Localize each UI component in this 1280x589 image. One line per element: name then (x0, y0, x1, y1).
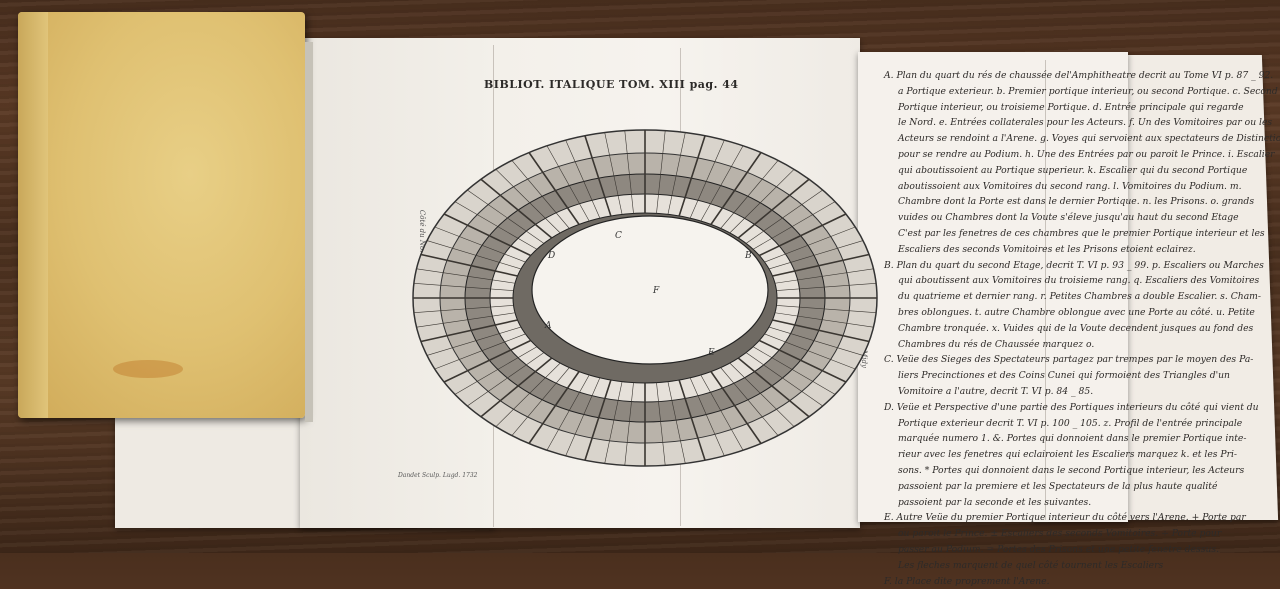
legend-line: qui aboutissoient au Portique superieur.… (884, 163, 1184, 179)
plan-letter: B (744, 251, 752, 261)
legend-line: Chambre tronquée. x. Vuides qui de la Vo… (884, 321, 1184, 337)
legend-line: bres oblongues. t. autre Chambre oblongu… (884, 305, 1184, 321)
legend-line: Portique interieur, ou troisieme Portiqu… (884, 100, 1184, 116)
legend-line: passoient par la premiere et les Spectat… (884, 479, 1184, 495)
legend-line: B. Plan du quart du second Etage, decrit… (884, 258, 1184, 274)
plate-legend: A. Plan du quart du rés de chaussée del'… (884, 68, 1184, 589)
legend-line: A. Plan du quart du rés de chaussée del'… (884, 68, 1184, 84)
plan-letter: C (615, 231, 622, 241)
legend-line: D. Veüe et Perspective d'une partie des … (884, 400, 1184, 416)
legend-line: a Portique exterieur. b. Premier portiqu… (884, 84, 1184, 100)
legend-line: aboutissoient aux Vomitoires du second r… (884, 179, 1184, 195)
legend-line: sons. * Portes qui donnoient dans le sec… (884, 463, 1184, 479)
plan-letter: E (707, 348, 715, 358)
arena-floor (532, 216, 768, 364)
legend-line: C. Veüe des Sieges des Spectateurs parta… (884, 352, 1184, 368)
plan-letter: A (544, 321, 552, 331)
legend-line: Portique exterieur decrit T. VI p. 100 _… (884, 416, 1184, 432)
legend-line: passoient par la seconde et les suivante… (884, 495, 1184, 511)
legend-line: marquée numero 1. &. Portes qui donnoien… (884, 431, 1184, 447)
plan-letter: D (547, 251, 555, 261)
legend-line: vuides ou Chambres dont la Voute s'éleve… (884, 210, 1184, 226)
legend-line: ou paroit le Prince. ± Escaliers des sec… (884, 526, 1184, 542)
legend-line: E. Autre Veüe du premier Portique interi… (884, 510, 1184, 526)
legend-line: F. la Place dite proprement l'Arene. (884, 574, 1184, 589)
legend-line: C'est par les fenetres de ces chambres q… (884, 226, 1184, 242)
legend-line: Les fleches marquent de quel côté tourne… (884, 558, 1184, 574)
legend-line: le Nord. e. Entrées collaterales pour le… (884, 115, 1184, 131)
legend-line: passer au Podium. = Portes des Prisons e… (884, 542, 1184, 558)
legend-line: Vomitoire a l'autre, decrit T. VI p. 84 … (884, 384, 1184, 400)
plan-letter: F (652, 286, 660, 296)
legend-line: du quatrieme et dernier rang. r. Petites… (884, 289, 1184, 305)
legend-line: pour se rendre au Podium. h. Une des Ent… (884, 147, 1184, 163)
legend-line: Acteurs se rendoint a l'Arene. g. Voyes … (884, 131, 1184, 147)
legend-line: Chambre dont la Porte est dans le dernie… (884, 194, 1184, 210)
legend-line: rieur avec les fenetres qui eclairoient … (884, 447, 1184, 463)
legend-line: liers Precinctiones et des Coins Cunei q… (884, 368, 1184, 384)
legend-line: Escaliers des seconds Vomitoires et les … (884, 242, 1184, 258)
legend-line: Chambres du rés de Chaussée marquez o. (884, 337, 1184, 353)
legend-line: qui aboutissent aux Vomitoires du troisi… (884, 273, 1184, 289)
